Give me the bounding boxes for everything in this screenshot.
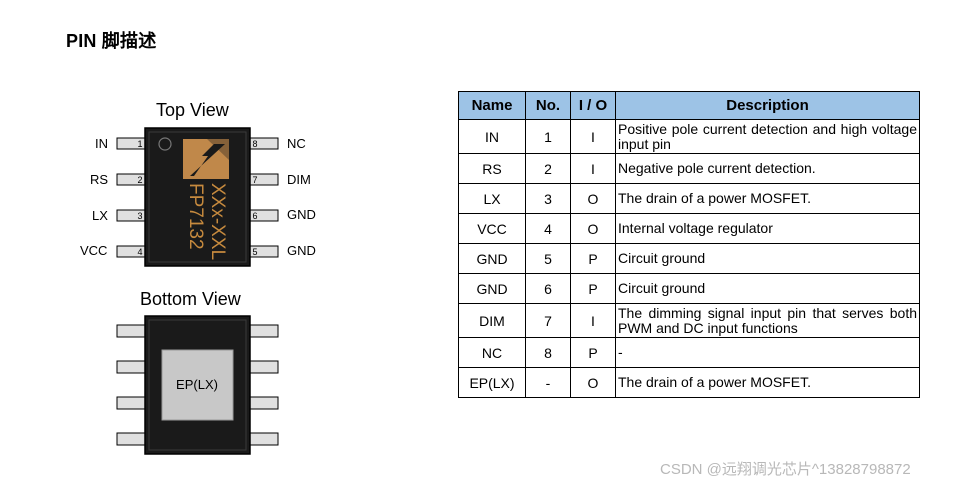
table-row: VCC 4 O Internal voltage regulator xyxy=(458,213,920,244)
top-right-pins xyxy=(248,137,279,258)
cell-name: LX xyxy=(458,183,526,214)
pin-num-8: 8 xyxy=(252,139,257,149)
exposed-pad xyxy=(161,349,234,421)
pin-num-5: 5 xyxy=(252,247,257,257)
pin-label-vcc: VCC xyxy=(80,243,108,258)
cell-io: I xyxy=(570,303,616,338)
table-row: DIM 7 I The dimming signal input pin tha… xyxy=(458,303,920,338)
cell-description: Positive pole current detection and high… xyxy=(615,119,920,154)
pin-label-in: IN xyxy=(95,136,108,151)
cell-no: 2 xyxy=(525,153,571,184)
cell-name: NC xyxy=(458,337,526,368)
cell-io: I xyxy=(570,153,616,184)
cell-io: O xyxy=(570,213,616,244)
header-name: Name xyxy=(458,91,526,120)
cell-io: O xyxy=(570,183,616,214)
cell-description: Circuit ground xyxy=(615,273,920,304)
top-left-pins xyxy=(116,137,147,258)
chip-marking-code: XXx-XXL xyxy=(207,183,228,260)
table-header-row: Name No. I / O Description xyxy=(458,91,920,120)
cell-no: 4 xyxy=(525,213,571,244)
pin-label-dim: DIM xyxy=(287,172,311,187)
package-drawings: 1 2 3 4 8 7 6 5 FP7132 XXx-XXL xyxy=(116,127,279,455)
cell-name: IN xyxy=(458,119,526,154)
pin-label-gnd-6: GND xyxy=(287,207,316,222)
pin-label-rs: RS xyxy=(90,172,109,187)
bottom-view-package: EP(LX) xyxy=(116,315,279,455)
table-row: RS 2 I Negative pole current detection. xyxy=(458,153,920,184)
cell-name: GND xyxy=(458,273,526,304)
cell-description: The drain of a power MOSFET. xyxy=(615,367,920,398)
bottom-view-title: Bottom View xyxy=(140,289,241,309)
pin-label-nc: NC xyxy=(287,136,306,151)
cell-no: 8 xyxy=(525,337,571,368)
pin-description-table: Name No. I / O Description IN 1 I Positi… xyxy=(458,91,920,398)
header-io: I / O xyxy=(570,91,616,120)
cell-description: The dimming signal input pin that serves… xyxy=(615,303,920,338)
cell-name: VCC xyxy=(458,213,526,244)
cell-no: 3 xyxy=(525,183,571,214)
table-row: IN 1 I Positive pole current detection a… xyxy=(458,119,920,154)
bottom-right-pins xyxy=(248,324,279,446)
table-row: GND 6 P Circuit ground xyxy=(458,273,920,304)
cell-description: The drain of a power MOSFET. xyxy=(615,183,920,214)
cell-description: Circuit ground xyxy=(615,243,920,274)
cell-io: O xyxy=(570,367,616,398)
cell-io: P xyxy=(570,337,616,368)
cell-no: 1 xyxy=(525,119,571,154)
watermark: CSDN @远翔调光芯片^13828798872 xyxy=(660,461,911,478)
table-row: GND 5 P Circuit ground xyxy=(458,243,920,274)
cell-io: I xyxy=(570,119,616,154)
pin-num-3: 3 xyxy=(137,211,142,221)
header-description: Description xyxy=(615,91,920,120)
table-row: EP(LX) - O The drain of a power MOSFET. xyxy=(458,367,920,398)
cell-name: EP(LX) xyxy=(458,367,526,398)
pin-label-gnd-5: GND xyxy=(287,243,316,258)
cell-no: 5 xyxy=(525,243,571,274)
bottom-left-pins xyxy=(116,324,147,446)
top-view-title: Top View xyxy=(156,100,229,120)
pin-num-2: 2 xyxy=(137,175,142,185)
cell-name: GND xyxy=(458,243,526,274)
pin-num-4: 4 xyxy=(137,247,142,257)
pin-num-6: 6 xyxy=(252,211,257,221)
cell-description: Negative pole current detection. xyxy=(615,153,920,184)
cell-description: Internal voltage regulator xyxy=(615,213,920,244)
pin1-marker-icon xyxy=(158,137,172,151)
table-row: LX 3 O The drain of a power MOSFET. xyxy=(458,183,920,214)
exposed-pad-label: EP(LX) xyxy=(176,377,218,392)
brand-logo-icon xyxy=(183,139,229,179)
cell-name: DIM xyxy=(458,303,526,338)
pin-num-7: 7 xyxy=(252,175,257,185)
cell-no: - xyxy=(525,367,571,398)
cell-io: P xyxy=(570,243,616,274)
cell-no: 6 xyxy=(525,273,571,304)
header-no: No. xyxy=(525,91,571,120)
top-view-package: 1 2 3 4 8 7 6 5 FP7132 XXx-XXL xyxy=(116,127,279,267)
cell-no: 7 xyxy=(525,303,571,338)
cell-description: - xyxy=(615,337,920,368)
table-row: NC 8 P - xyxy=(458,337,920,368)
page-heading: PIN 脚描述 xyxy=(66,31,157,51)
pin-num-1: 1 xyxy=(137,139,142,149)
pin-label-lx: LX xyxy=(92,208,108,223)
chip-marking-part: FP7132 xyxy=(185,183,206,250)
cell-name: RS xyxy=(458,153,526,184)
cell-io: P xyxy=(570,273,616,304)
